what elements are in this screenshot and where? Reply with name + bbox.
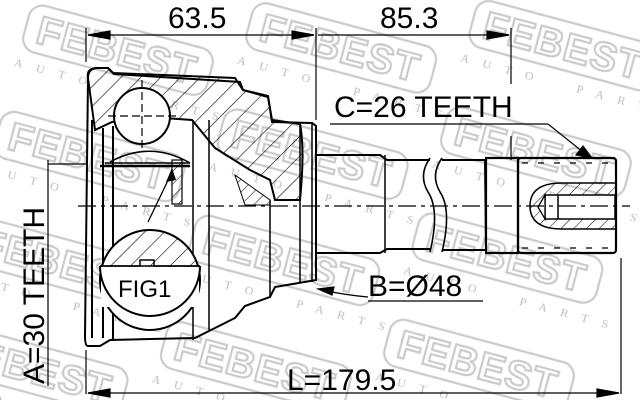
dim-length: L=179.5: [287, 364, 396, 397]
fig1-label: FIG1: [118, 276, 171, 303]
dim-outer-teeth: C=26 TEETH: [334, 91, 513, 124]
fig1-detail: FIG1: [99, 168, 201, 331]
bell-housing: [83, 67, 317, 347]
dim-63-5: 63.5: [168, 2, 226, 35]
dim-85-3: 85.3: [380, 2, 438, 35]
dim-inner-teeth: A=30 TEETH: [18, 207, 51, 384]
dimension-lines: [47, 28, 622, 398]
dim-diameter: B=Ø48: [368, 270, 462, 303]
